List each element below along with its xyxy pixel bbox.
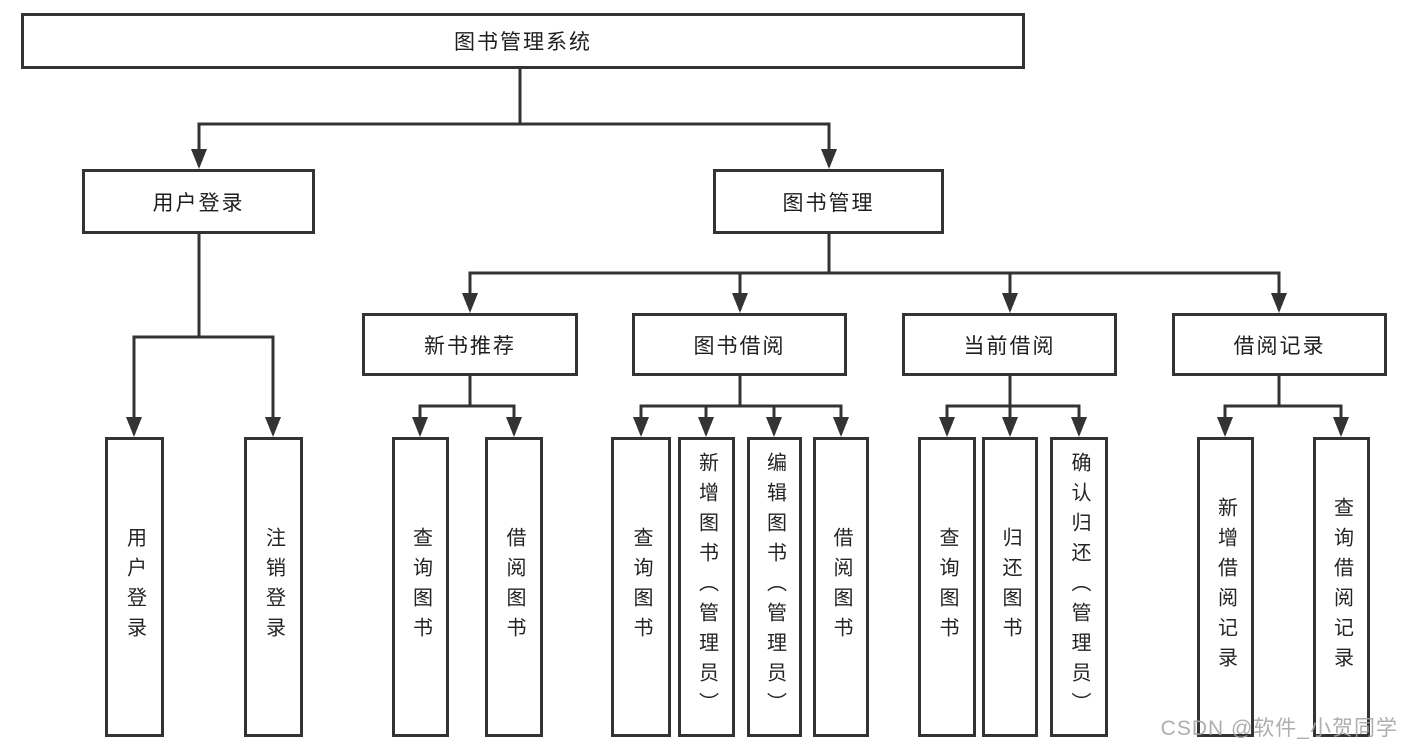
leaf-nb-borrow-books-label: 借阅图书 xyxy=(503,527,525,647)
node-borrow-records: 借阅记录 xyxy=(1172,313,1387,376)
leaf-nb-query-books: 查询图书 xyxy=(392,437,449,737)
node-root-label: 图书管理系统 xyxy=(454,31,592,54)
node-book-management: 图书管理 xyxy=(713,169,944,234)
leaf-br-query-record-label: 查询借阅记录 xyxy=(1330,497,1353,677)
arrowhead-records xyxy=(1271,293,1287,313)
leaf-bb-borrow-books-label: 借阅图书 xyxy=(830,527,852,647)
arrowhead-br-query xyxy=(1333,417,1349,437)
connector-borrow-rail xyxy=(639,404,843,420)
arrowhead-leaf-logout xyxy=(265,417,281,437)
arrowhead-nb-query xyxy=(412,417,428,437)
leaf-br-query-record: 查询借阅记录 xyxy=(1313,437,1370,737)
node-root-system: 图书管理系统 xyxy=(21,13,1025,69)
arrowhead-leaf-login xyxy=(126,417,142,437)
leaf-logout: 注销登录 xyxy=(244,437,303,737)
leaf-bb-add-books-admin-label: 新增图书（管理员） xyxy=(695,452,718,722)
leaf-bb-edit-books-admin-label: 编辑图书（管理员） xyxy=(763,452,786,722)
leaf-bb-query-books: 查询图书 xyxy=(611,437,671,737)
leaf-user-login-label: 用户登录 xyxy=(123,527,146,647)
arrowhead-bb-borrow xyxy=(833,417,849,437)
node-book-management-label: 图书管理 xyxy=(782,191,875,215)
leaf-user-login: 用户登录 xyxy=(105,437,164,737)
leaf-nb-query-books-label: 查询图书 xyxy=(409,527,432,647)
arrowhead-cb-confirm xyxy=(1071,417,1087,437)
leaf-cb-query-books: 查询图书 xyxy=(918,437,976,737)
node-book-borrow-label: 图书借阅 xyxy=(693,334,786,358)
leaf-cb-query-books-label: 查询图书 xyxy=(936,527,958,647)
leaf-cb-confirm-return-admin: 确认归还（管理员） xyxy=(1050,437,1108,737)
leaf-bb-add-books-admin: 新增图书（管理员） xyxy=(678,437,735,737)
arrowhead-cb-return xyxy=(1002,417,1018,437)
connector-user-login-rail xyxy=(132,335,275,420)
leaf-nb-borrow-books: 借阅图书 xyxy=(485,437,543,737)
connector-level2-rail xyxy=(197,122,831,152)
leaf-bb-borrow-books: 借阅图书 xyxy=(813,437,869,737)
node-current-borrow: 当前借阅 xyxy=(902,313,1117,376)
connector-level3-rail xyxy=(468,271,1281,295)
leaf-br-add-record-label: 新增借阅记录 xyxy=(1214,497,1237,677)
leaf-bb-query-books-label: 查询图书 xyxy=(630,527,652,647)
arrowhead-br-add xyxy=(1217,417,1233,437)
leaf-logout-label: 注销登录 xyxy=(262,527,285,647)
arrowhead-new-book xyxy=(462,293,478,313)
arrowhead-user-login xyxy=(191,149,207,169)
leaf-bb-edit-books-admin: 编辑图书（管理员） xyxy=(747,437,802,737)
arrowhead-nb-borrow xyxy=(506,417,522,437)
connector-records-rail xyxy=(1223,404,1343,420)
leaf-cb-return-books-label: 归还图书 xyxy=(999,527,1021,647)
leaf-br-add-record: 新增借阅记录 xyxy=(1197,437,1254,737)
connector-new-book-rail xyxy=(418,404,516,420)
arrowhead-cb-query xyxy=(939,417,955,437)
csdn-watermark: CSDN @软件_小贺同学 xyxy=(1160,717,1398,740)
node-current-borrow-label: 当前借阅 xyxy=(963,334,1056,358)
node-user-login-label: 用户登录 xyxy=(152,191,245,215)
node-user-login: 用户登录 xyxy=(82,169,315,234)
connector-current-rail xyxy=(945,404,1081,420)
arrowhead-book-mgmt xyxy=(821,149,837,169)
leaf-cb-confirm-return-admin-label: 确认归还（管理员） xyxy=(1068,452,1090,722)
arrowhead-bb-edit xyxy=(766,417,782,437)
arrowhead-borrow xyxy=(732,293,748,313)
node-borrow-records-label: 借阅记录 xyxy=(1233,334,1326,358)
node-new-book-recommend: 新书推荐 xyxy=(362,313,578,376)
leaf-cb-return-books: 归还图书 xyxy=(982,437,1038,737)
arrowhead-bb-add xyxy=(698,417,714,437)
node-book-borrow: 图书借阅 xyxy=(632,313,847,376)
arrowhead-bb-query xyxy=(633,417,649,437)
arrowhead-current xyxy=(1002,293,1018,313)
node-new-book-recommend-label: 新书推荐 xyxy=(424,334,516,358)
